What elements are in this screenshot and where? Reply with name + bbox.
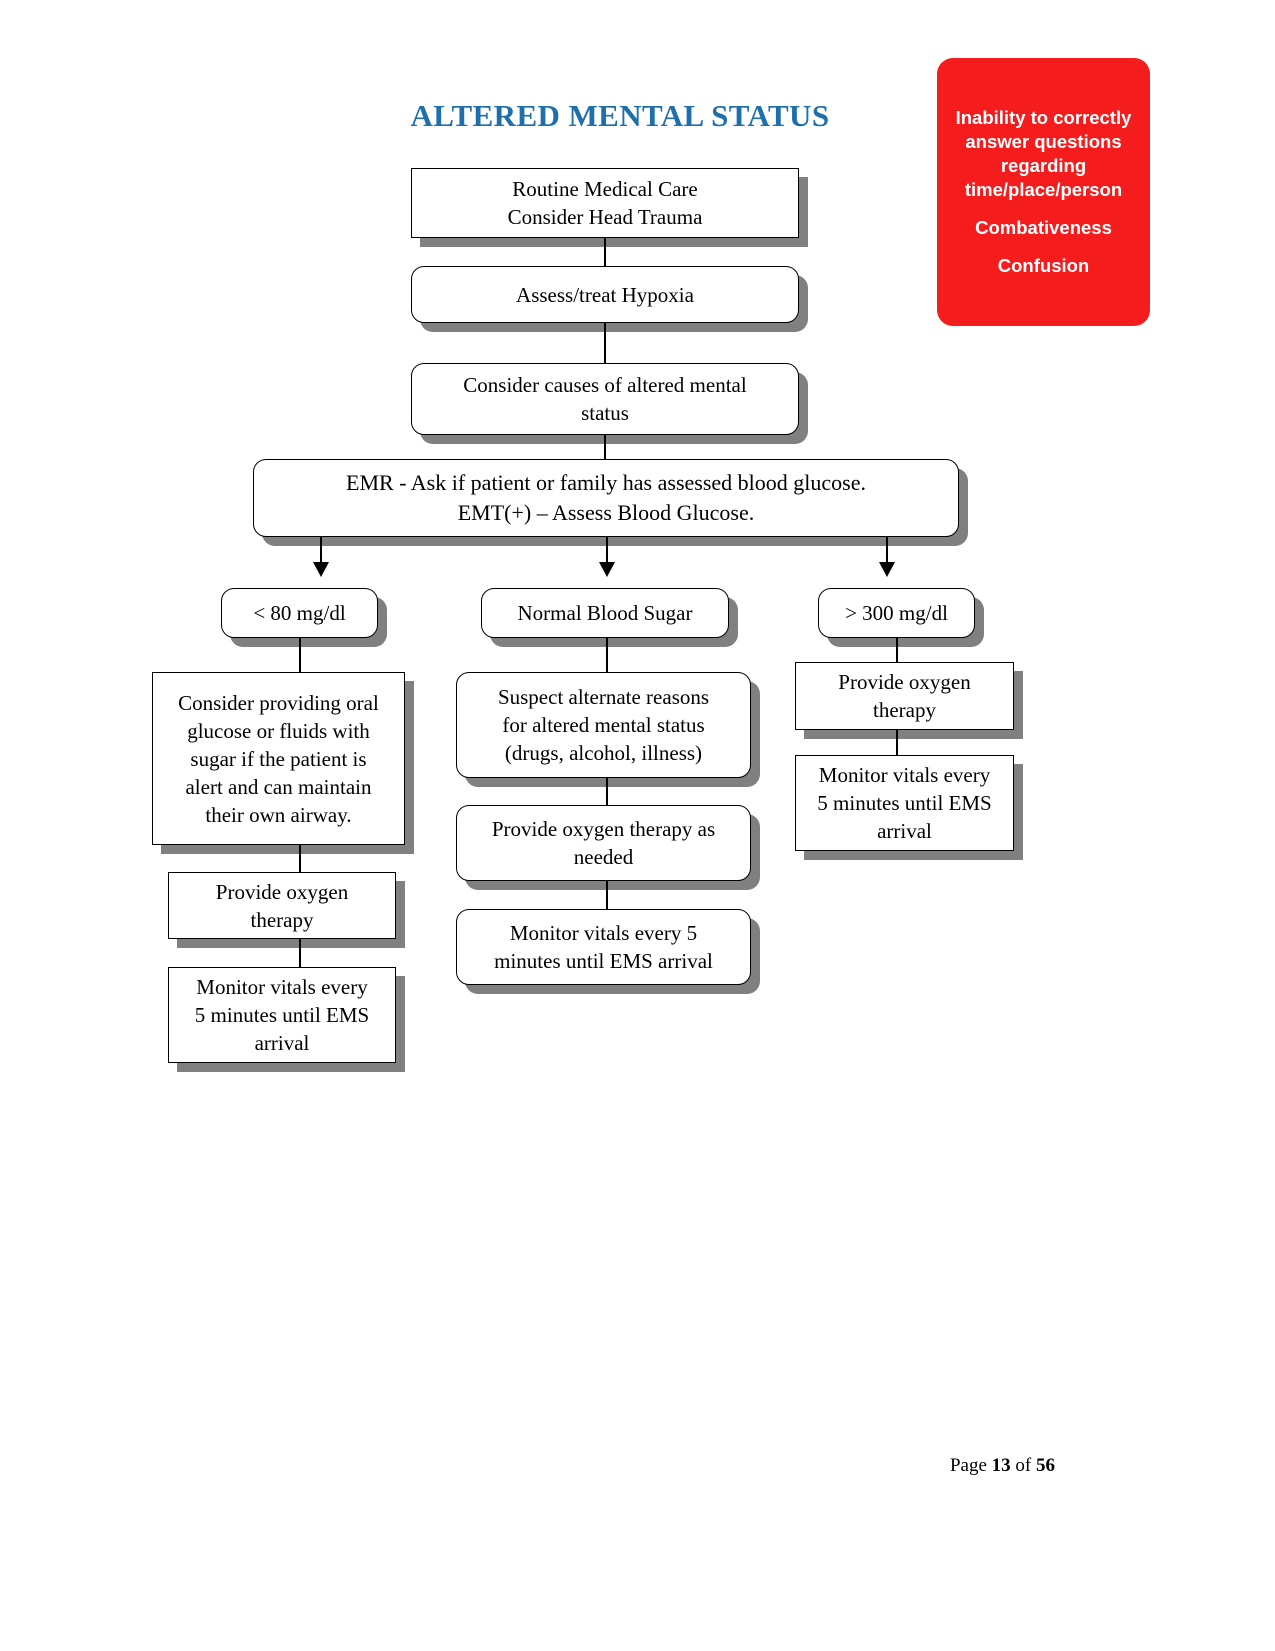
node-face: Monitor vitals every 5 minutes until EMS…	[795, 755, 1014, 851]
node-face: < 80 mg/dl	[221, 588, 378, 638]
node-glucose-assessment: EMR - Ask if patient or family has asses…	[253, 459, 968, 546]
branch-arrow-normal	[599, 562, 615, 577]
callout-line-1: Inability to correctly	[955, 107, 1132, 128]
node-assess-hypoxia: Assess/treat Hypoxia	[411, 266, 808, 332]
connector-low-oxygen-to-monitor	[299, 939, 301, 967]
node-face: Consider providing oral glucose or fluid…	[152, 672, 405, 845]
connector-routine-to-hypoxia	[604, 238, 606, 266]
node-normal-monitor-vitals: Monitor vitals every 5 minutes until EMS…	[456, 909, 760, 994]
connector-causes-to-glucose	[604, 435, 606, 459]
node-branch-normal-glucose: Normal Blood Sugar	[481, 588, 738, 647]
node-branch-low-glucose: < 80 mg/dl	[221, 588, 387, 647]
node-label: Routine Medical Care Consider Head Traum…	[507, 177, 703, 229]
branch-line-low	[320, 537, 322, 569]
branch-line-high	[886, 537, 888, 569]
connector-high-oxygen-to-monitor	[896, 730, 898, 755]
node-face: Monitor vitals every 5 minutes until EMS…	[168, 967, 396, 1063]
node-high-oxygen-therapy: Provide oxygen therapy	[795, 662, 1023, 739]
node-face: Normal Blood Sugar	[481, 588, 729, 638]
node-label: Assess/treat Hypoxia	[516, 282, 694, 307]
connector-normal-oxygen-to-monitor	[606, 881, 608, 909]
node-face: > 300 mg/dl	[818, 588, 975, 638]
node-label: EMR - Ask if patient or family has asses…	[346, 470, 866, 525]
node-label: Consider causes of altered mental status	[463, 373, 747, 425]
branch-line-normal	[606, 537, 608, 569]
footer-middle: of	[1010, 1455, 1036, 1476]
symptoms-callout: Inability to correctly answer questions …	[937, 58, 1150, 326]
footer-page-number: 13	[991, 1455, 1011, 1476]
node-low-monitor-vitals: Monitor vitals every 5 minutes until EMS…	[168, 967, 405, 1072]
page-title: ALTERED MENTAL STATUS	[410, 98, 830, 133]
callout-item-combativeness: Combativeness	[975, 217, 1112, 238]
footer-total-pages: 56	[1036, 1455, 1055, 1476]
node-face: Consider causes of altered mental status	[411, 363, 799, 435]
node-low-oxygen-therapy: Provide oxygen therapy	[168, 872, 405, 948]
node-face: Provide oxygen therapy as needed	[456, 805, 751, 881]
connector-high-to-oxygen	[896, 638, 898, 662]
node-face: Provide oxygen therapy	[168, 872, 396, 939]
callout-item-confusion: Confusion	[997, 255, 1090, 276]
callout-line-2: answer questions	[965, 131, 1122, 152]
node-label: Suspect alternate reasons for altered me…	[497, 685, 710, 765]
node-label: Provide oxygen therapy	[838, 670, 971, 722]
node-face: Provide oxygen therapy	[795, 662, 1014, 730]
connector-normal-to-suspect	[606, 638, 608, 672]
node-face: Routine Medical Care Consider Head Traum…	[411, 168, 799, 238]
footer-prefix: Page	[949, 1455, 992, 1476]
node-label: Consider providing oral glucose or fluid…	[178, 690, 379, 827]
node-label: Provide oxygen therapy	[215, 879, 349, 932]
connector-hypoxia-to-causes	[604, 323, 606, 363]
node-face: Monitor vitals every 5 minutes until EMS…	[456, 909, 751, 985]
node-branch-high-glucose: > 300 mg/dl	[818, 588, 984, 647]
connector-suspect-to-oxygen	[606, 778, 608, 805]
node-routine-medical-care: Routine Medical Care Consider Head Traum…	[411, 168, 808, 247]
connector-oral-glucose-to-oxygen	[299, 845, 301, 872]
node-face: EMR - Ask if patient or family has asses…	[253, 459, 959, 537]
node-label: Provide oxygen therapy as needed	[491, 817, 716, 869]
node-label: Monitor vitals every 5 minutes until EMS…	[194, 975, 370, 1055]
page-footer: Page 13 of 56	[0, 1455, 1055, 1477]
node-label: Monitor vitals every 5 minutes until EMS…	[494, 921, 713, 973]
node-normal-oxygen-therapy: Provide oxygen therapy as needed	[456, 805, 760, 890]
node-face: Suspect alternate reasons for altered me…	[456, 672, 751, 778]
connector-low-to-oral-glucose	[299, 638, 301, 672]
branch-arrow-low	[313, 562, 329, 577]
node-high-monitor-vitals: Monitor vitals every 5 minutes until EMS…	[795, 755, 1023, 860]
node-label: Monitor vitals every 5 minutes until EMS…	[817, 763, 992, 843]
callout-line-4: time/place/person	[964, 179, 1123, 200]
node-label: < 80 mg/dl	[253, 601, 346, 625]
callout-line-3: regarding	[1000, 155, 1087, 176]
branch-arrow-high	[879, 562, 895, 577]
node-low-oral-glucose: Consider providing oral glucose or fluid…	[152, 672, 414, 854]
node-face: Assess/treat Hypoxia	[411, 266, 799, 323]
node-label: Normal Blood Sugar	[517, 601, 693, 625]
node-label: > 300 mg/dl	[845, 601, 948, 625]
node-consider-causes: Consider causes of altered mental status	[411, 363, 808, 444]
node-normal-suspect-alternate: Suspect alternate reasons for altered me…	[456, 672, 760, 787]
